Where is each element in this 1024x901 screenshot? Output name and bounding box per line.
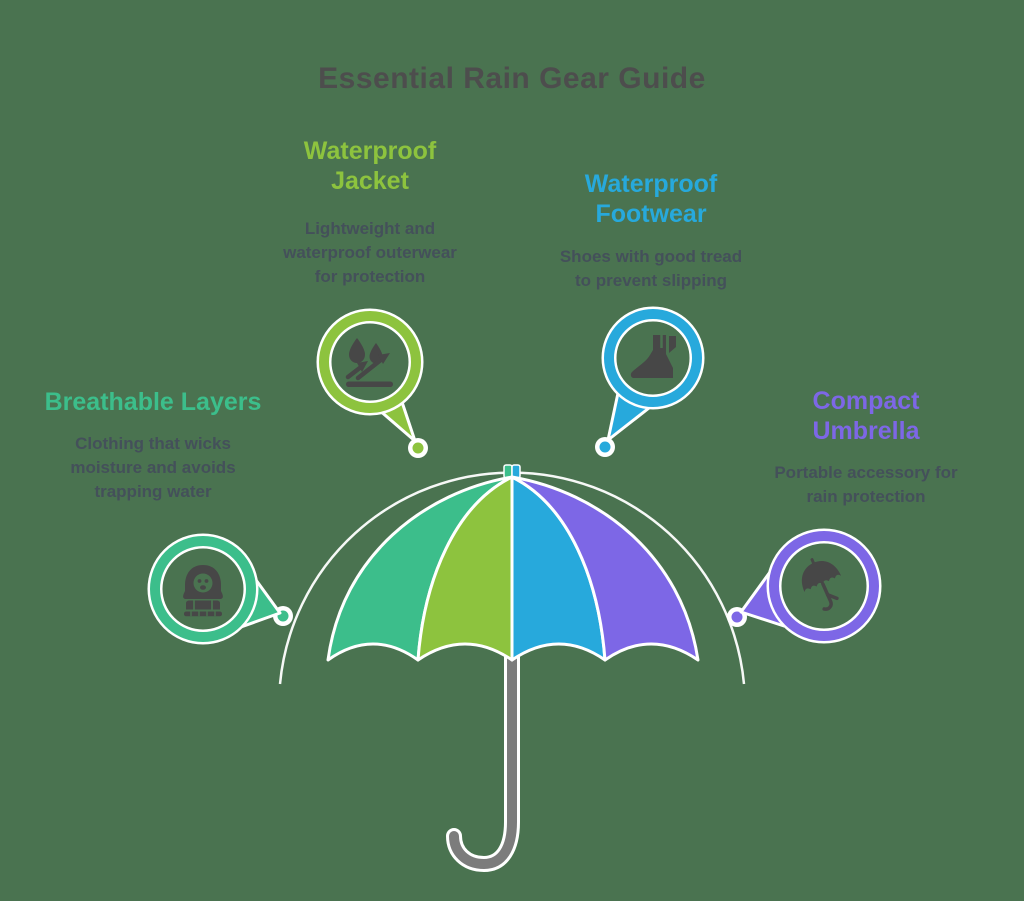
description-breathable-layers: Clothing that wicks moisture and avoids … [33, 432, 273, 504]
description-line: to prevent slipping [574, 271, 728, 290]
description-line: rain protection [806, 487, 926, 506]
description-waterproof-footwear: Shoes with good tread to prevent slippin… [511, 245, 791, 293]
heading-line: Breathable Layers [44, 388, 262, 416]
umbrella-panel-purple [510, 475, 700, 662]
heading-waterproof-jacket: Waterproof Jacket [250, 136, 490, 196]
description-line: waterproof outerwear [283, 243, 457, 262]
tilted-umbrella-icon [801, 558, 842, 611]
bubble-ring [604, 309, 702, 407]
heading-line: Footwear [595, 200, 707, 228]
bubble-waterproof-jacket [316, 308, 424, 443]
bubble-ring [769, 531, 879, 641]
heading-line: Waterproof [303, 137, 437, 165]
bubble-waterproof-footwear [601, 306, 705, 442]
description-line: Lightweight and [304, 219, 436, 238]
umbrella-panel-lime [416, 475, 514, 662]
connector-dots [273, 437, 747, 627]
bubble-compact-umbrella [739, 528, 882, 644]
description-line: moisture and avoids [70, 458, 236, 477]
page-title: Essential Rain Gear Guide [318, 62, 706, 95]
heading-breathable-layers: Breathable Layers [13, 387, 293, 417]
description-line: trapping water [94, 482, 212, 501]
connector-dot-lime [408, 438, 428, 458]
heading-line: Compact [812, 387, 920, 415]
bubble-breathable-layers [147, 533, 282, 645]
description-line: for protection [314, 267, 426, 286]
connector-dot-blue [595, 437, 615, 457]
bubble-ring [150, 536, 256, 642]
heading-compact-umbrella: Compact Umbrella [746, 386, 986, 446]
umbrella-graphic [326, 464, 700, 872]
person-in-layers-icon [183, 565, 223, 617]
heading-line: Umbrella [812, 417, 920, 445]
description-line: Shoes with good tread [559, 247, 743, 266]
heading-line: Jacket [331, 167, 409, 195]
bubble-ring [319, 311, 421, 413]
description-compact-umbrella: Portable accessory for rain protection [736, 461, 996, 509]
description-waterproof-jacket: Lightweight and waterproof outerwear for… [230, 217, 510, 289]
boot-icon [630, 335, 676, 378]
umbrella-handle [449, 645, 517, 869]
description-line: Clothing that wicks [75, 434, 231, 453]
water-repellent-icon [345, 338, 393, 387]
description-line: Portable accessory for [774, 463, 958, 482]
umbrella-handle-outline [446, 642, 520, 872]
heading-waterproof-footwear: Waterproof Footwear [531, 169, 771, 229]
heading-line: Waterproof [584, 170, 718, 198]
